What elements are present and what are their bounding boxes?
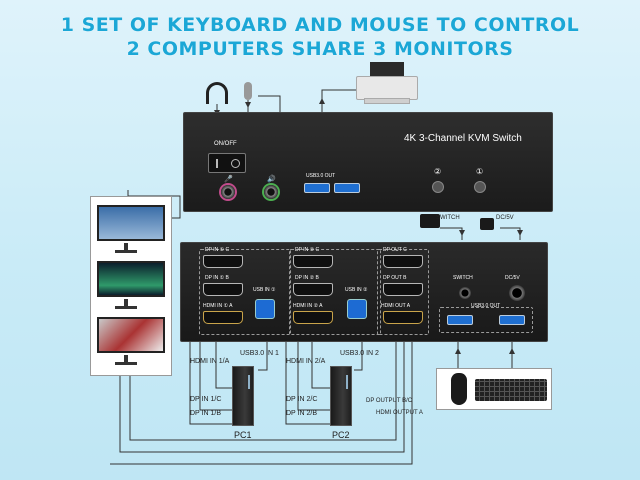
switch-port[interactable] <box>459 287 471 299</box>
select-pc1-button[interactable] <box>474 181 486 193</box>
hdmi-in-2a-label: HDMI IN ② A <box>293 303 323 309</box>
monitor-base <box>115 250 137 253</box>
front-usb-port-2[interactable] <box>334 183 360 193</box>
usb-in-2-port[interactable] <box>347 299 367 319</box>
device-title: 4K 3-Channel KVM Switch <box>404 133 522 144</box>
front-usb-label: USB3.0 OUT <box>306 173 336 179</box>
keyboard-icon <box>475 379 547 401</box>
usb-in-1-label: USB IN ① <box>253 287 276 293</box>
select-pc2-button[interactable] <box>432 181 444 193</box>
speaker-jack[interactable] <box>264 185 278 199</box>
dp-in-1c-label: DP IN ① C <box>205 247 230 253</box>
peripherals-panel <box>436 368 552 410</box>
dp-out-c-port[interactable] <box>383 255 423 268</box>
monitor-icon <box>97 205 165 241</box>
monitor-stand <box>124 299 128 307</box>
mouse-icon <box>451 373 467 405</box>
wire-label-dp-in-1b: DP IN 1/B <box>190 410 221 417</box>
pc1-label: PC1 <box>234 430 252 440</box>
headline-line-1: 1 SET OF KEYBOARD AND MOUSE TO CONTROL <box>60 14 580 36</box>
switch-port-label: SWITCH <box>453 275 473 281</box>
pc2-port-group <box>289 249 381 335</box>
front-usb-port-1[interactable] <box>304 183 330 193</box>
wire-label-dp-output: DP OUTPUT B/C <box>366 398 413 404</box>
dp-out-b-port[interactable] <box>383 283 423 296</box>
printer-icon <box>356 60 418 108</box>
kvm-back-panel: DP IN ① C DP IN ① B HDMI IN ① A USB IN ①… <box>180 242 548 342</box>
wire-label-hdmi-in-1a: HDMI IN 1/A <box>190 358 230 365</box>
pc-tower-icon <box>232 366 254 426</box>
dc-power-port[interactable] <box>509 285 525 301</box>
wire-label-usb-in-1: USB3.0 IN 1 <box>240 350 279 357</box>
dp-in-2b-label: DP IN ② B <box>295 275 319 281</box>
usb-in-1-port[interactable] <box>255 299 275 319</box>
usb-out-group <box>439 307 533 333</box>
switch-accessory-label: SWITCH <box>436 215 460 221</box>
dp-in-2c-label: DP IN ② C <box>295 247 320 253</box>
monitor-stand <box>124 355 128 363</box>
dp-in-1b-port[interactable] <box>203 283 243 296</box>
monitor-base <box>115 306 137 309</box>
dp-out-b-label: DP OUT B <box>383 275 407 281</box>
dc-accessory-label: DC/5V <box>496 215 514 221</box>
usb-in-2-label: USB IN ② <box>345 287 368 293</box>
monitor-stand <box>124 243 128 251</box>
wire-label-dp-in-1c: DP IN 1/C <box>190 396 222 403</box>
hdmi-in-2a-port[interactable] <box>293 311 333 324</box>
mic-glyph-icon: 🎤 <box>224 176 233 183</box>
kvm-front-panel: 4K 3-Channel KVM Switch ON/OFF 🎤 🔊 USB3.… <box>183 112 553 212</box>
back-usb-port-1[interactable] <box>447 315 473 325</box>
monitor-icon <box>97 261 165 297</box>
hdmi-in-1a-label: HDMI IN ① A <box>203 303 233 309</box>
wire-label-usb-in-2: USB3.0 IN 2 <box>340 350 379 357</box>
back-usb-port-2[interactable] <box>499 315 525 325</box>
dp-out-c-label: DP OUT C <box>383 247 407 253</box>
button-1-label: ① <box>476 167 484 176</box>
wire-label-dp-in-2c: DP IN 2/C <box>286 396 318 403</box>
mic-jack[interactable] <box>221 185 235 199</box>
monitor-base <box>115 362 137 365</box>
microphone-icon <box>244 82 252 100</box>
dc-port-label: DC/5V <box>505 275 520 281</box>
wire-label-dp-in-2b: DP IN 2/B <box>286 410 317 417</box>
dp-in-2b-port[interactable] <box>293 283 333 296</box>
dp-in-2c-port[interactable] <box>293 255 333 268</box>
output-port-group <box>377 249 429 335</box>
back-usb-out-label: USB3.0 OUT <box>471 303 501 309</box>
headphones-icon <box>206 82 228 104</box>
speaker-glyph-icon: 🔊 <box>267 176 276 183</box>
hdmi-out-a-port[interactable] <box>383 311 423 324</box>
onoff-label: ON/OFF <box>214 141 237 147</box>
dp-in-1c-port[interactable] <box>203 255 243 268</box>
power-adapter-icon <box>480 218 494 230</box>
wire-label-hdmi-in-2a: HDMI IN 2/A <box>286 358 326 365</box>
dp-in-1b-label: DP IN ① B <box>205 275 229 281</box>
hdmi-in-1a-port[interactable] <box>203 311 243 324</box>
hdmi-out-a-label: HDMI OUT A <box>381 303 411 309</box>
wire-label-hdmi-output: HDMI OUTPUT A <box>376 410 423 416</box>
monitor-icon <box>97 317 165 353</box>
button-2-label: ② <box>434 167 442 176</box>
pc2-label: PC2 <box>332 430 350 440</box>
pc-tower-icon <box>330 366 352 426</box>
wired-switch-pedal-icon <box>420 214 440 228</box>
monitors-panel <box>90 196 172 376</box>
pc1-port-group <box>199 249 291 335</box>
headline-line-2: 2 COMPUTERS SHARE 3 MONITORS <box>126 38 514 60</box>
power-switch[interactable] <box>208 153 246 173</box>
